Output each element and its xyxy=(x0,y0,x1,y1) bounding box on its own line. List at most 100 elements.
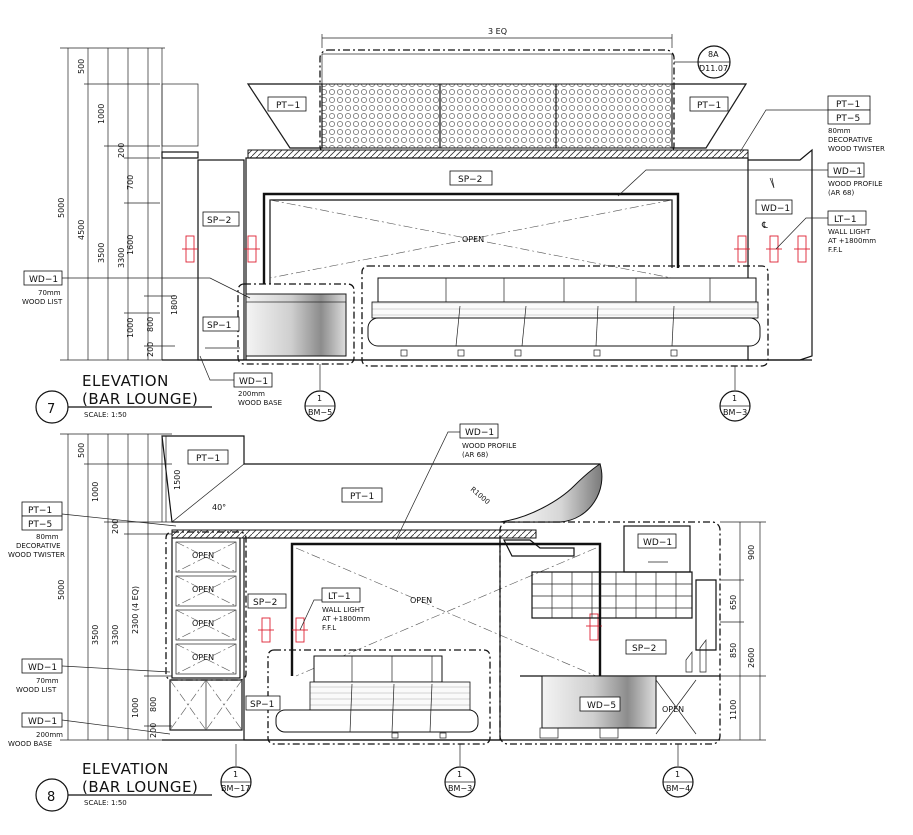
open-diagonal-b xyxy=(269,199,673,279)
callout-wd1-list-8: WD−1 70mm WOOD LIST xyxy=(16,658,171,694)
sp1-tag-8: SP−1 xyxy=(250,700,274,710)
svg-text:2600: 2600 xyxy=(747,648,756,668)
svg-text:WD−1: WD−1 xyxy=(465,428,494,438)
svg-text:F.F.L: F.F.L xyxy=(322,624,336,632)
svg-text:850: 850 xyxy=(729,643,738,658)
perforated-grid-panel xyxy=(321,83,673,149)
svg-text:1: 1 xyxy=(233,770,238,779)
callout-wd1-profile-7: WD−1 WOOD PROFILE (AR 68) xyxy=(617,162,883,197)
svg-text:800: 800 xyxy=(149,697,158,712)
decorative-wood-twister-band-8 xyxy=(171,529,537,539)
sofa-upper-cushion xyxy=(371,301,759,319)
sp2-tag-top: SP−2 xyxy=(458,175,482,185)
svg-text:(AR 68): (AR 68) xyxy=(462,451,489,459)
wd1-tag-right: WD−1 xyxy=(761,204,790,214)
pt1-bulkhead-left xyxy=(246,83,323,149)
curved-bulkhead xyxy=(499,463,603,523)
section-ref-bm17: 1 BM−17 xyxy=(220,744,252,798)
radius-label: R1000 xyxy=(469,485,492,506)
svg-text:WOOD TWISTER: WOOD TWISTER xyxy=(828,145,885,153)
elevation-title-8: ELEVATION xyxy=(82,760,169,778)
sp2-tag-right-8: SP−2 xyxy=(632,644,656,654)
detail-ref-bottom: D11.07 xyxy=(699,64,728,73)
dim-3500: 3500 xyxy=(97,243,106,263)
open-label: OPEN xyxy=(462,235,484,244)
svg-text:1: 1 xyxy=(317,394,322,403)
title-block-8: 8 ELEVATION (BAR LOUNGE) SCALE: 1:50 xyxy=(35,760,212,812)
dim-3300: 3300 xyxy=(117,248,126,268)
svg-text:1: 1 xyxy=(457,770,462,779)
elevation-subtitle-8: (BAR LOUNGE) xyxy=(82,778,198,796)
svg-text:500: 500 xyxy=(77,443,86,458)
svg-text:2300 (4 EQ): 2300 (4 EQ) xyxy=(131,586,140,634)
dim-1000-a: 1000 xyxy=(97,104,106,124)
detail-ref-top: 8A xyxy=(708,50,719,59)
svg-text:WOOD LIST: WOOD LIST xyxy=(16,686,57,694)
svg-text:DECORATIVE: DECORATIVE xyxy=(16,542,61,550)
dimension-labels-8: 5000 500 1000 3500 200 3300 1500 2300 (4… xyxy=(57,443,182,738)
svg-text:PT−1: PT−1 xyxy=(836,100,860,110)
sofa-back xyxy=(377,277,757,303)
svg-text:3500: 3500 xyxy=(91,625,100,645)
bottle-2 xyxy=(699,638,707,673)
bar-area-outline xyxy=(499,521,721,745)
elevation-7: 5000 4500 3500 3300 500 1000 200 700 160… xyxy=(22,27,885,424)
svg-text:BM−3: BM−3 xyxy=(723,408,747,417)
wood-profile-frame xyxy=(262,192,680,284)
dim-700: 700 xyxy=(126,175,135,190)
svg-text:WD−1: WD−1 xyxy=(28,663,57,673)
small-arrow-mark xyxy=(769,177,775,189)
section-ref-bm5: 1 BM−5 xyxy=(304,364,336,422)
scale-label-8: SCALE: 1:50 xyxy=(84,799,127,807)
glass-rack xyxy=(531,571,693,619)
dim-200-b: 200 xyxy=(146,342,155,357)
svg-text:1100: 1100 xyxy=(729,700,738,720)
callout-wd1-base-7: WD−1 200mm WOOD BASE xyxy=(199,355,282,407)
section-ref-bm3-7: 1 BM−3 xyxy=(719,366,751,422)
bar-top-cabinet xyxy=(623,525,691,573)
svg-text:AT +1800mm: AT +1800mm xyxy=(828,237,876,245)
shelf-compartments xyxy=(175,541,237,675)
dimension-chains-7 xyxy=(60,47,175,361)
svg-text:WALL LIGHT: WALL LIGHT xyxy=(828,228,871,236)
svg-text:200: 200 xyxy=(149,723,158,738)
top-dimension-label: 3 EQ xyxy=(488,27,507,36)
dim-1800: 1800 xyxy=(170,295,179,315)
pt1-tag-right: PT−1 xyxy=(697,101,721,111)
svg-text:BM−3: BM−3 xyxy=(448,784,472,793)
svg-text:PT−1: PT−1 xyxy=(28,506,52,516)
bottle-1 xyxy=(685,650,693,673)
sofa-back-8 xyxy=(313,655,443,683)
svg-text:PT−5: PT−5 xyxy=(836,114,860,124)
svg-text:F.F.L: F.F.L xyxy=(828,246,842,254)
svg-text:BM−5: BM−5 xyxy=(308,408,332,417)
pt1-tag-big-8: PT−1 xyxy=(350,492,374,502)
pt1-tag-top-8: PT−1 xyxy=(196,454,220,464)
svg-text:200mm: 200mm xyxy=(238,390,265,398)
decorative-wood-twister-band xyxy=(247,149,749,159)
section-ref-bm3-8: 1 BM−3 xyxy=(444,744,476,798)
svg-text:1500: 1500 xyxy=(173,470,182,490)
svg-text:200: 200 xyxy=(111,519,120,534)
callout-wd1-profile-8: WD−1 WOOD PROFILE (AR 68) xyxy=(395,423,517,541)
wd5-tag: WD−5 xyxy=(587,701,616,711)
svg-text:WD−1: WD−1 xyxy=(833,167,862,177)
scale-label-7: SCALE: 1:50 xyxy=(84,411,127,419)
dim-500: 500 xyxy=(77,59,86,74)
svg-text:WD−1: WD−1 xyxy=(29,275,58,285)
bar-lighting-pendant xyxy=(503,539,575,557)
dim-1000-b: 1000 xyxy=(126,318,135,338)
shelf-open-1: OPEN xyxy=(192,551,214,560)
sofa-outline xyxy=(361,265,769,367)
dim-5000: 5000 xyxy=(57,198,66,218)
svg-text:AT +1800mm: AT +1800mm xyxy=(322,615,370,623)
svg-text:WOOD PROFILE: WOOD PROFILE xyxy=(462,442,517,450)
svg-text:70mm: 70mm xyxy=(36,677,59,685)
elevation-number-7: 7 xyxy=(47,402,55,417)
sp2-tag-left-8: SP−2 xyxy=(253,598,277,608)
svg-text:WOOD LIST: WOOD LIST xyxy=(22,298,63,306)
callout-pt1-pt5-7: PT−1 PT−5 80mm DECORATIVE WOOD TWISTER xyxy=(739,95,885,153)
svg-text:1000: 1000 xyxy=(131,698,140,718)
callout-lt1-8: LT−1 WALL LIGHT AT +1800mm F.F.L xyxy=(299,587,370,632)
dim-200-a: 200 xyxy=(117,143,126,158)
